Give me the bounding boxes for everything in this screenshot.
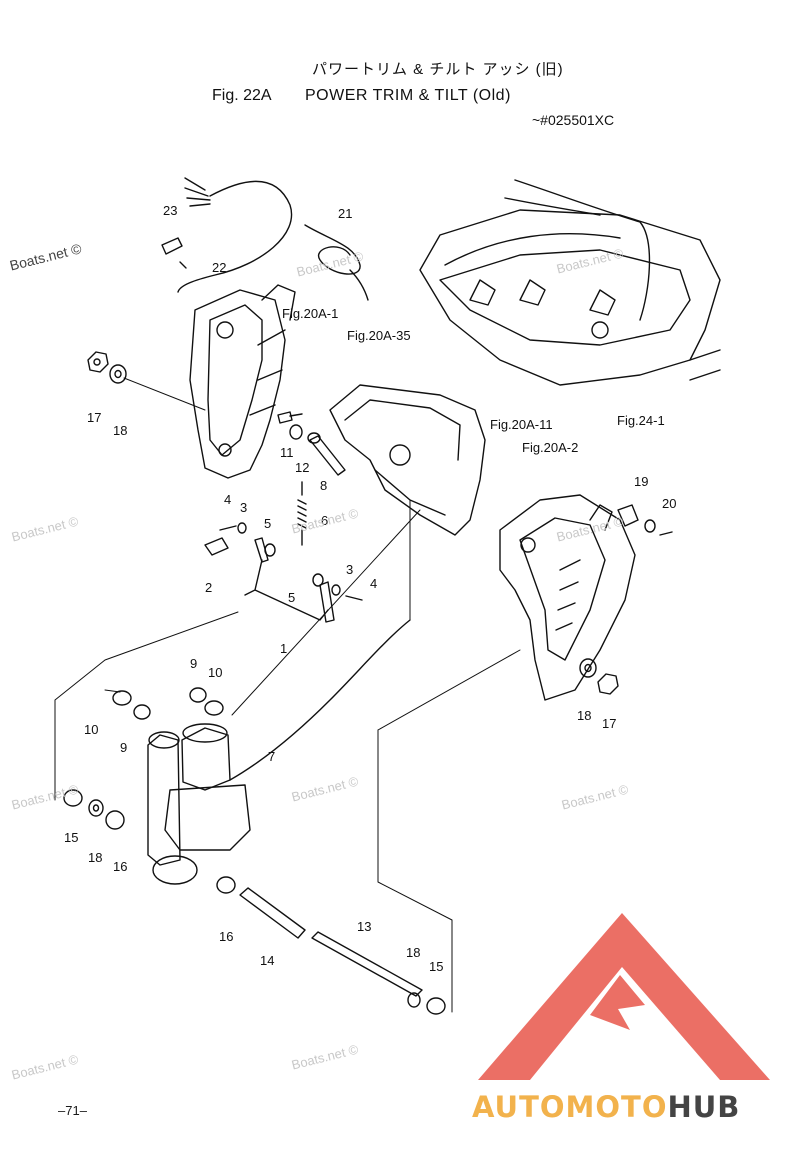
washer-3-bottom xyxy=(331,584,341,596)
callout-5-top: 5 xyxy=(264,516,272,531)
ref-fig-20a-35: Fig.20A-35 xyxy=(347,328,411,343)
washer-18-lower-left xyxy=(88,799,104,817)
clip-19 xyxy=(617,504,639,527)
washer-18-lower-right xyxy=(407,992,421,1008)
ref-fig-20a-11: Fig.20A-11 xyxy=(490,417,553,432)
logo-text-automoto: AUTOMOTO xyxy=(472,1090,668,1124)
callout-7: 7 xyxy=(268,749,276,764)
callout-14: 14 xyxy=(260,953,275,968)
washer-18-right xyxy=(579,658,597,678)
callout-15-left: 15 xyxy=(64,830,79,845)
bushing-16-left xyxy=(105,810,125,830)
callout-4-bottom: 4 xyxy=(370,576,378,591)
bolt-11 xyxy=(277,411,303,424)
washer-5-top xyxy=(264,543,276,557)
callout-9-top: 9 xyxy=(190,656,198,671)
bushing-9-left xyxy=(133,704,151,720)
logo-wordmark: AUTOMOTOHUB xyxy=(472,1090,740,1124)
callout-22: 22 xyxy=(212,260,227,275)
callout-20: 20 xyxy=(662,496,677,511)
nut-17-right xyxy=(597,673,619,695)
tilt-tube-13 xyxy=(311,931,423,997)
screw-4-top xyxy=(219,525,237,531)
washer-3-top xyxy=(237,522,247,534)
callout-2: 2 xyxy=(205,580,213,595)
callout-12: 12 xyxy=(295,460,310,475)
callout-9-left: 9 xyxy=(120,740,128,755)
callout-4-top: 4 xyxy=(224,492,232,507)
bushing-15-right xyxy=(426,997,446,1015)
callout-21: 21 xyxy=(338,206,353,221)
screw-2 xyxy=(204,537,229,556)
callout-19: 19 xyxy=(634,474,649,489)
callout-18-right: 18 xyxy=(577,708,592,723)
callout-16-left: 16 xyxy=(113,859,128,874)
bushing-10-top xyxy=(204,700,224,716)
nut-17-left xyxy=(87,351,109,373)
bushing-10-left xyxy=(112,690,132,706)
callout-15-right: 15 xyxy=(429,959,444,974)
wiring-harness-left xyxy=(161,177,369,301)
callout-13: 13 xyxy=(357,919,372,934)
callout-6: 6 xyxy=(321,513,329,528)
engine-mount-frame xyxy=(419,179,721,386)
callout-18-left: 18 xyxy=(113,423,128,438)
callout-11: 11 xyxy=(280,445,294,460)
ref-fig-20a-2: Fig.20A-2 xyxy=(522,440,579,455)
washer-20 xyxy=(644,519,673,536)
callout-1: 1 xyxy=(280,641,288,656)
callout-10-left: 10 xyxy=(84,722,99,737)
callout-17-left: 17 xyxy=(87,410,102,425)
callout-18-lower-left: 18 xyxy=(88,850,103,865)
callout-10-top: 10 xyxy=(208,665,223,680)
callout-18-lower-right: 18 xyxy=(406,945,421,960)
screw-4-bottom xyxy=(345,595,363,601)
callout-5-bottom: 5 xyxy=(288,590,296,605)
trim-tilt-unit-7 xyxy=(147,619,411,885)
stern-bracket-right xyxy=(499,494,636,701)
serial-range: ~#025501XC xyxy=(532,112,615,128)
tube-14 xyxy=(239,887,306,939)
automotohub-logo-icon xyxy=(478,913,770,1080)
ref-fig-24-1: Fig.24-1 xyxy=(617,413,665,428)
callout-3-bottom: 3 xyxy=(346,562,354,577)
figure-title: POWER TRIM & TILT (Old) xyxy=(305,87,511,104)
washer-12 xyxy=(289,424,303,440)
callout-23: 23 xyxy=(163,203,178,218)
callout-8: 8 xyxy=(320,478,328,493)
japanese-title: パワートリム & チルト アッシ (旧) xyxy=(312,61,564,78)
stern-bracket-left xyxy=(189,284,296,479)
ref-fig-20a-1: Fig.20A-1 xyxy=(282,306,339,321)
tilt-lever-1 xyxy=(244,537,335,623)
bushing-9-top xyxy=(189,687,207,703)
washer-18-left xyxy=(109,364,127,384)
bushing-15-left xyxy=(63,789,83,807)
shaft-8 xyxy=(307,432,346,476)
figure-number: Fig. 22A xyxy=(212,87,272,104)
callout-17-right: 17 xyxy=(602,716,617,731)
logo-text-hub: HUB xyxy=(667,1090,741,1124)
callout-3-top: 3 xyxy=(240,500,248,515)
spring-6 xyxy=(297,481,307,546)
page-number: –71– xyxy=(58,1103,87,1118)
callout-16-lower: 16 xyxy=(219,929,234,944)
washer-5-bottom xyxy=(312,573,324,587)
bushing-16-lower xyxy=(216,876,236,894)
